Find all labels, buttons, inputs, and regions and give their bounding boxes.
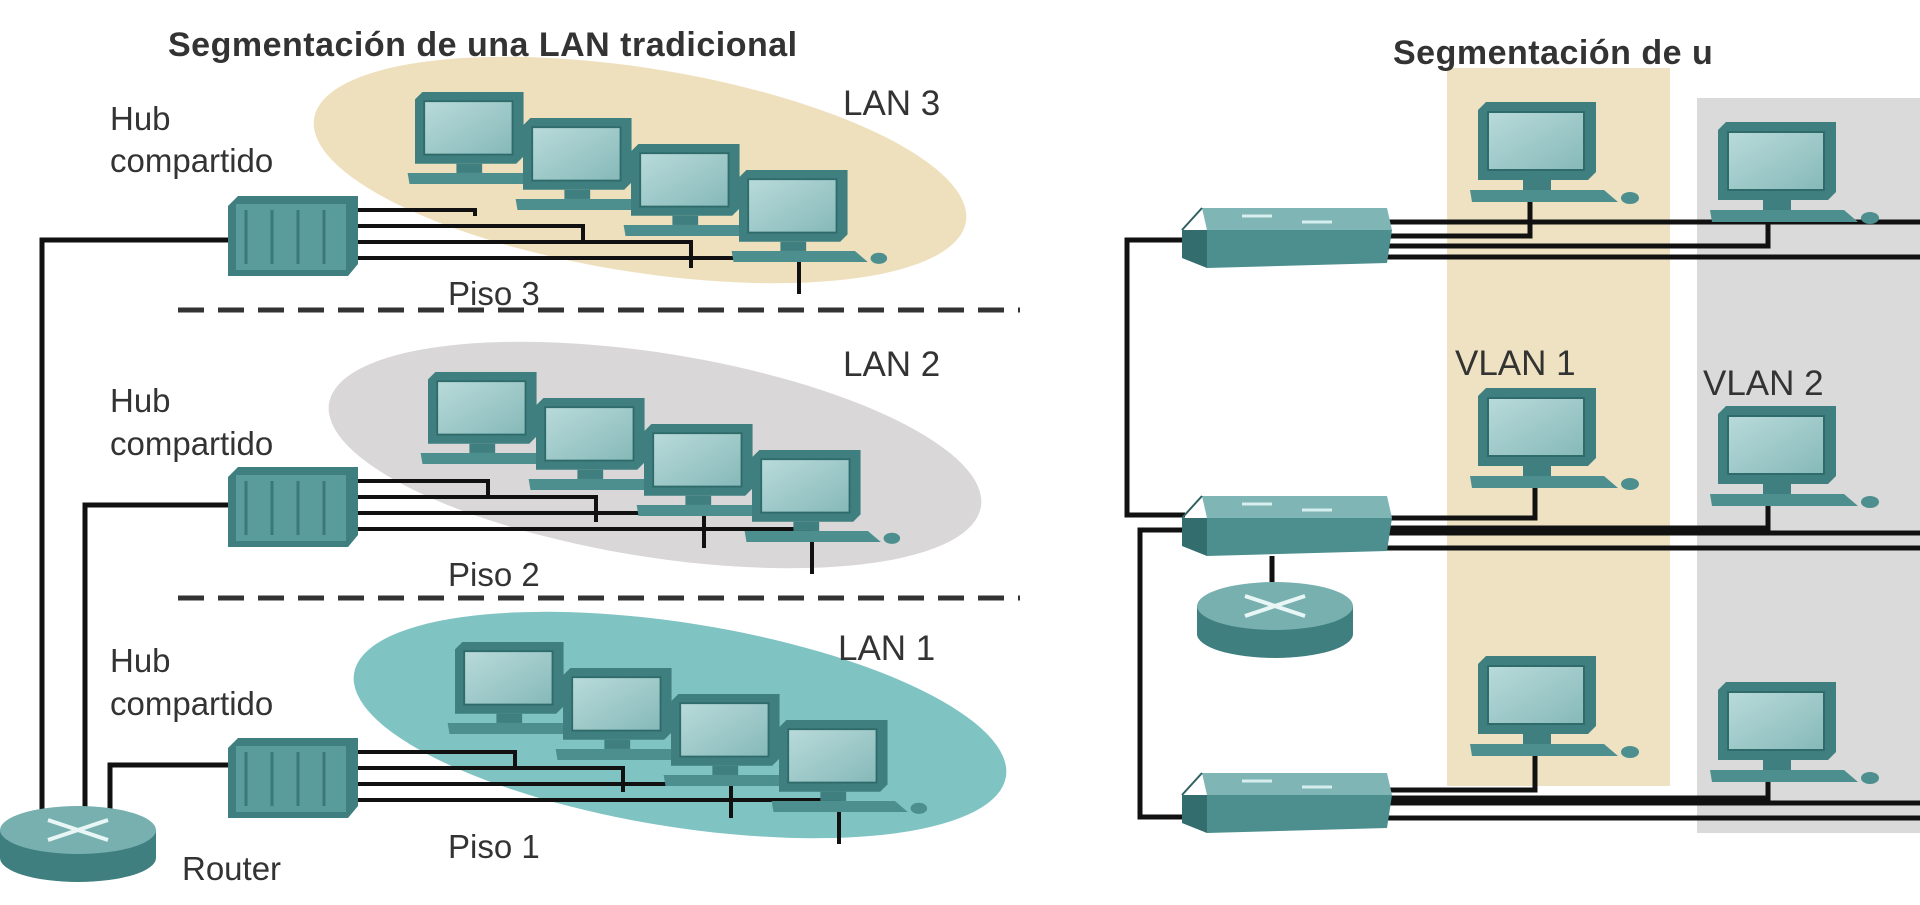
vlan1-computer-icon	[1470, 656, 1639, 758]
router-icon	[1197, 582, 1353, 658]
left-title: Segmentación de una LAN tradicional	[168, 26, 798, 64]
router-label: Router	[182, 850, 281, 887]
vlan-cables	[1124, 200, 1920, 821]
lan2-label: LAN 2	[843, 345, 940, 384]
computer-icon	[420, 372, 577, 466]
hub2-label-line1: Hub	[110, 382, 171, 419]
vlan2-label: VLAN 2	[1703, 364, 1824, 403]
hub2-label-line2: compartido	[110, 425, 273, 462]
piso1-label: Piso 1	[448, 828, 540, 865]
hub3-label-line1: Hub	[110, 100, 171, 137]
shared-hub-icon	[228, 467, 358, 547]
vlan2-computer-icon	[1710, 122, 1879, 224]
vlan2-computer-icon	[1710, 682, 1879, 784]
computer-icon	[663, 694, 820, 788]
lan1-label: LAN 1	[838, 629, 935, 668]
right-title: Segmentación de u	[1393, 34, 1713, 72]
piso3-label: Piso 3	[448, 275, 540, 312]
computer-icon	[515, 118, 672, 212]
computer-icon	[744, 450, 901, 544]
hub-cable	[356, 750, 517, 766]
hub-cable	[356, 479, 490, 496]
vlan2-computer-icon	[1710, 406, 1879, 508]
devices-layer	[0, 92, 1879, 882]
hub1-label-line1: Hub	[110, 642, 171, 679]
computer-icon	[771, 720, 928, 814]
switch-icon	[1181, 495, 1392, 556]
computer-icon	[731, 170, 888, 264]
vlan1-computer-icon	[1470, 102, 1639, 204]
router-icon	[0, 806, 156, 882]
computer-icon	[528, 398, 685, 492]
hub3-label-line2: compartido	[110, 142, 273, 179]
backbone-cables	[39, 237, 230, 845]
computer-icon	[555, 668, 712, 762]
shared-hub-icon	[228, 196, 358, 276]
computer-icon	[636, 424, 793, 518]
hub-cable	[356, 224, 585, 242]
switch-icon	[1181, 207, 1392, 268]
vlan1-label: VLAN 1	[1455, 344, 1576, 383]
switch-icon	[1181, 772, 1392, 833]
hub1-label-line2: compartido	[110, 685, 273, 722]
shared-hub-icon	[228, 738, 358, 818]
vlan1-computer-icon	[1470, 388, 1639, 490]
hub-cable	[356, 208, 477, 216]
computer-icon	[407, 92, 564, 186]
lan3-label: LAN 3	[843, 84, 940, 123]
piso2-label: Piso 2	[448, 556, 540, 593]
